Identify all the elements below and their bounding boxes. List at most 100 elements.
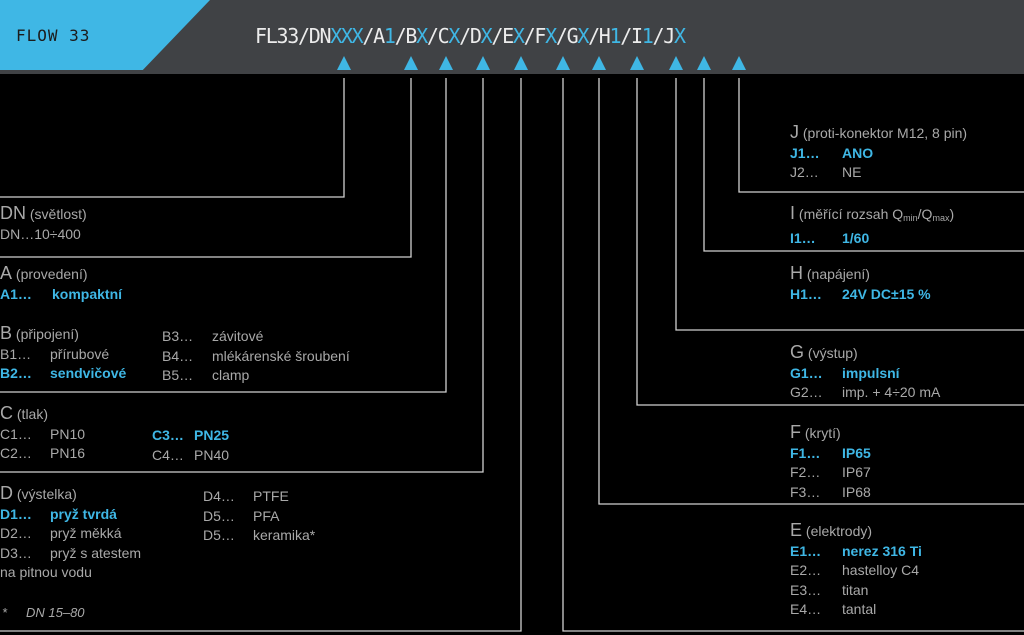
e2-value: hastelloy C4	[842, 562, 920, 579]
code-segment: X	[674, 24, 686, 48]
f2-value: IP67	[842, 464, 871, 481]
code-segment: X	[480, 24, 493, 48]
g1-value: impulsní	[842, 364, 900, 381]
connector-e	[562, 78, 1024, 632]
arrow-c-icon	[476, 56, 490, 70]
j2-value: NE	[842, 164, 862, 181]
code-segment: /J	[652, 24, 676, 48]
connector-c	[0, 78, 484, 473]
c2-value: PN16	[50, 445, 86, 462]
arrow-b-icon	[439, 56, 453, 70]
b1-code: B1…	[0, 345, 32, 362]
a-label: (provedení)	[15, 266, 88, 282]
d2-value: pryž měkká	[50, 525, 122, 542]
i1-code: I1…	[790, 229, 816, 246]
code-segment: /H	[588, 24, 611, 48]
b3-value: závitové	[212, 328, 264, 344]
e1-code: E1…	[790, 542, 822, 559]
block-c: C (tlak) C1…PN10 C2…PN16 C3…PN25 C4…PN40	[0, 403, 300, 464]
block-e: E (elektrody) E1…nerez 316 Ti E2…hastell…	[790, 520, 922, 620]
code-segment: /E	[491, 24, 514, 48]
i1-value: 1/60	[842, 229, 870, 246]
code-segment: /F	[523, 24, 547, 48]
d6-value: keramika*	[253, 527, 316, 544]
i-sub-max: max	[932, 213, 950, 223]
g-letter: G	[790, 342, 805, 362]
block-f: F (krytí) F1…IP65 F2…IP67 F3…IP68	[790, 422, 871, 502]
d1-value: pryž tvrdá	[50, 505, 117, 522]
arrow-g-icon	[630, 56, 644, 70]
arrow-e-icon	[556, 56, 570, 70]
b2-value: sendvičové	[50, 365, 127, 382]
e3-value: titan	[842, 581, 869, 598]
g1-code: G1…	[790, 364, 823, 381]
i-sub-min: min	[903, 213, 918, 223]
g-label: (výstup)	[807, 345, 858, 361]
f-letter: F	[790, 422, 801, 442]
connector-d	[0, 78, 522, 632]
j-letter: J	[790, 122, 799, 142]
connector-b	[0, 78, 447, 393]
code-segment: /I	[620, 24, 643, 48]
block-d: D (výstelka) D1…pryž tvrdá D2…pryž měkká…	[0, 483, 400, 583]
f3-code: F3…	[790, 483, 821, 500]
e3-code: E3…	[790, 581, 822, 598]
arrow-dn-icon	[337, 56, 351, 70]
i-label-a: (měřící rozsah Q	[798, 206, 904, 222]
connector-h	[675, 78, 1024, 331]
j-label: (proti-konektor M12, 8 pin)	[802, 125, 968, 141]
d3-value-cont: na pitnou vodu	[0, 564, 92, 581]
d4-value: PTFE	[253, 488, 289, 504]
connector-f	[598, 78, 1024, 505]
model-name: FLOW 33	[16, 26, 91, 45]
e2-code: E2…	[790, 562, 822, 579]
code-segment: 1	[383, 24, 396, 48]
d2-code: D2…	[0, 525, 32, 542]
code-segment: X	[416, 24, 428, 48]
b-letter: B	[0, 323, 13, 343]
block-a: A (provedení) A1…kompaktní	[0, 263, 122, 304]
code-segment: /D	[459, 24, 482, 48]
block-dn: DN (světlost) DN…10÷400	[0, 203, 87, 244]
d1-code: D1…	[0, 505, 32, 522]
connector-i	[703, 78, 1024, 252]
connector-j	[738, 78, 1024, 193]
j1-code: J1…	[790, 144, 820, 161]
code-segment: /A	[362, 24, 385, 48]
code-segment: /B	[394, 24, 418, 48]
c3-code: C3…	[152, 427, 184, 443]
b5-code: B5…	[162, 367, 194, 384]
j1-value: ANO	[842, 144, 874, 161]
a-letter: A	[0, 263, 13, 283]
b1-value: přírubové	[50, 345, 110, 362]
code-segment: /C	[426, 24, 450, 48]
f-label: (krytí)	[804, 425, 841, 441]
h1-value: 24V DC±15 %	[842, 285, 931, 302]
footnote-text: DN 15–80	[26, 605, 85, 620]
connector-dn	[0, 78, 345, 198]
arrow-j-icon	[732, 56, 746, 70]
b-label: (připojení)	[15, 326, 79, 342]
h-label: (napájení)	[806, 266, 870, 282]
block-i: I (měřící rozsah Qmin/Qmax) I1…1/60	[790, 203, 955, 248]
arrow-f-icon	[592, 56, 606, 70]
j2-code: J2…	[790, 164, 819, 181]
f2-code: F2…	[790, 464, 821, 481]
arrow-a-icon	[404, 56, 418, 70]
d3-code: D3…	[0, 544, 32, 561]
d-label: (výstelka)	[16, 486, 77, 502]
e1-value: nerez 316 Ti	[842, 542, 922, 559]
e4-code: E4…	[790, 601, 822, 618]
i-label-c: )	[949, 206, 955, 222]
f3-value: IP68	[842, 483, 871, 500]
i-label-b: /Q	[917, 206, 933, 222]
footnote: *DN 15–80	[2, 603, 85, 623]
c4-code: C4…	[152, 446, 184, 463]
code-segment: FL33/DN	[255, 24, 331, 48]
block-g: G (výstup) G1…impulsní G2…imp. + 4÷20 mA	[790, 342, 940, 403]
f1-value: IP65	[842, 444, 871, 461]
b4-code: B4…	[162, 347, 194, 364]
h-letter: H	[790, 263, 803, 283]
